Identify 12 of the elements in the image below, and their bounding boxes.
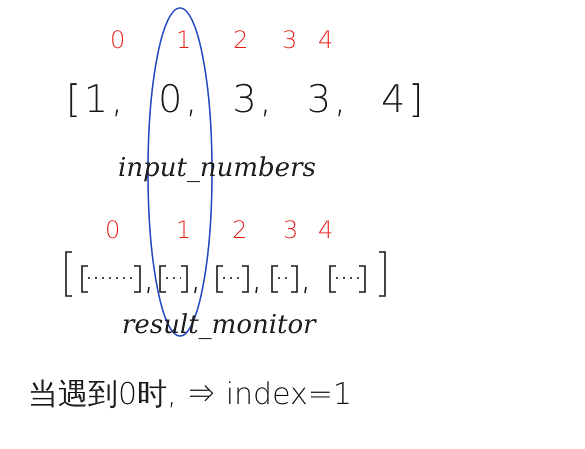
index-number: 4 — [318, 218, 334, 242]
index-number: 1 — [176, 218, 192, 242]
index-number: 3 — [283, 218, 298, 242]
number-list: [1, 0, 3, 3, 4] — [66, 80, 426, 118]
index-number: 3 — [282, 28, 298, 52]
index-number: 1 — [176, 28, 192, 52]
index-number: 4 — [318, 28, 334, 52]
index-number: 0 — [110, 28, 126, 52]
index-number: 2 — [232, 218, 248, 242]
index-number: 2 — [233, 28, 248, 52]
note-text: 当遇到0时, ⇒ index=1 — [28, 380, 352, 410]
index-number: 0 — [105, 218, 120, 242]
